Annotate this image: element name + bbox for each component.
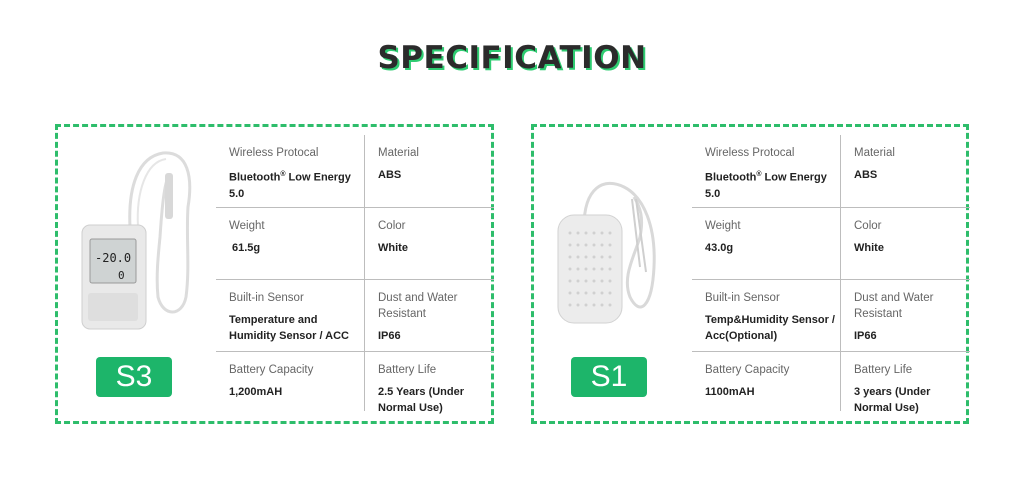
model-badge-s3: S3 [96, 357, 172, 397]
spec-label: Wireless Protocal [705, 147, 795, 159]
spec-material: Material ABS [364, 135, 494, 207]
spec-label: Battery Capacity [229, 364, 314, 376]
spec-card-s3: -20.0 0 S3 Wireless Protocal Bluetooth® … [55, 124, 494, 424]
spec-label: Dust and Water Resistant [854, 292, 934, 320]
spec-wireless: Wireless Protocal Bluetooth® Low Energy … [692, 135, 840, 207]
spec-label: Built-in Sensor [229, 292, 304, 304]
spec-value: IP66 [854, 330, 877, 342]
spec-value: IP66 [378, 330, 401, 342]
spec-label: Color [854, 220, 882, 232]
spec-battery-life: Battery Life 2.5 Years (Under Normal Use… [364, 351, 494, 414]
spec-label: Material [378, 147, 419, 159]
s3-display-temp: -20.0 [95, 251, 131, 265]
s1-device-icon [557, 181, 656, 324]
spec-value: Bluetooth® Low Energy 5.0 [229, 171, 351, 200]
spec-label: Battery Life [854, 364, 913, 376]
spec-value: 2.5 Years (Under Normal Use) [378, 386, 465, 414]
spec-value: Bluetooth® Low Energy 5.0 [705, 171, 827, 200]
spec-label: Built-in Sensor [705, 292, 780, 304]
spec-label: Dust and Water Resistant [378, 292, 458, 320]
spec-color: Color White [364, 207, 494, 279]
spec-label: Weight [229, 220, 265, 232]
spec-label: Material [854, 147, 895, 159]
s3-device-icon: -20.0 0 [81, 151, 192, 330]
model-badge-s1: S1 [571, 357, 647, 397]
spec-wireless: Wireless Protocal Bluetooth® Low Energy … [216, 135, 364, 207]
product-image-s1: S1 [534, 127, 692, 421]
spec-table-s1: Wireless Protocal Bluetooth® Low Energy … [692, 135, 970, 414]
spec-value: White [854, 242, 884, 254]
spec-value: ABS [854, 169, 878, 181]
page-title: SPECIFICATION [377, 40, 647, 76]
spec-sensor: Built-in Sensor Temp&Humidity Sensor / A… [692, 279, 840, 351]
spec-dust: Dust and Water Resistant IP66 [364, 279, 494, 351]
spec-battery: Battery Capacity 1100mAH [692, 351, 840, 411]
spec-value: Temperature and Humidity Sensor / ACC [229, 314, 349, 342]
spec-table-s3: Wireless Protocal Bluetooth® Low Energy … [216, 135, 494, 414]
spec-value: 61.5g [232, 242, 261, 254]
spec-value: White [378, 242, 408, 254]
spec-label: Battery Capacity [705, 364, 790, 376]
spec-label: Color [378, 220, 406, 232]
spec-value: 1100mAH [705, 386, 755, 398]
product-image-s3: -20.0 0 S3 [58, 127, 216, 421]
spec-material: Material ABS [840, 135, 970, 207]
spec-sensor: Built-in Sensor Temperature and Humidity… [216, 279, 364, 351]
spec-battery: Battery Capacity 1,200mAH [216, 351, 364, 411]
spec-label: Battery Life [378, 364, 437, 376]
spec-weight: Weight 61.5g [216, 207, 364, 279]
spec-card-s1: S1 Wireless Protocal Bluetooth® Low Ener… [531, 124, 970, 424]
spec-dust: Dust and Water Resistant IP66 [840, 279, 970, 351]
spec-color: Color White [840, 207, 970, 279]
spec-value: Temp&Humidity Sensor / Acc(Optional) [705, 314, 835, 342]
spec-value: 1,200mAH [229, 386, 283, 398]
spec-value: 3 years (Under Normal Use) [854, 386, 931, 414]
spec-weight: Weight 43.0g [692, 207, 840, 279]
spec-value: 43.0g [705, 242, 734, 254]
spec-label: Weight [705, 220, 741, 232]
s3-display-humidity: 0 [118, 269, 125, 282]
spec-battery-life: Battery Life 3 years (Under Normal Use) [840, 351, 970, 414]
spec-value: ABS [378, 169, 402, 181]
spec-label: Wireless Protocal [229, 147, 319, 159]
